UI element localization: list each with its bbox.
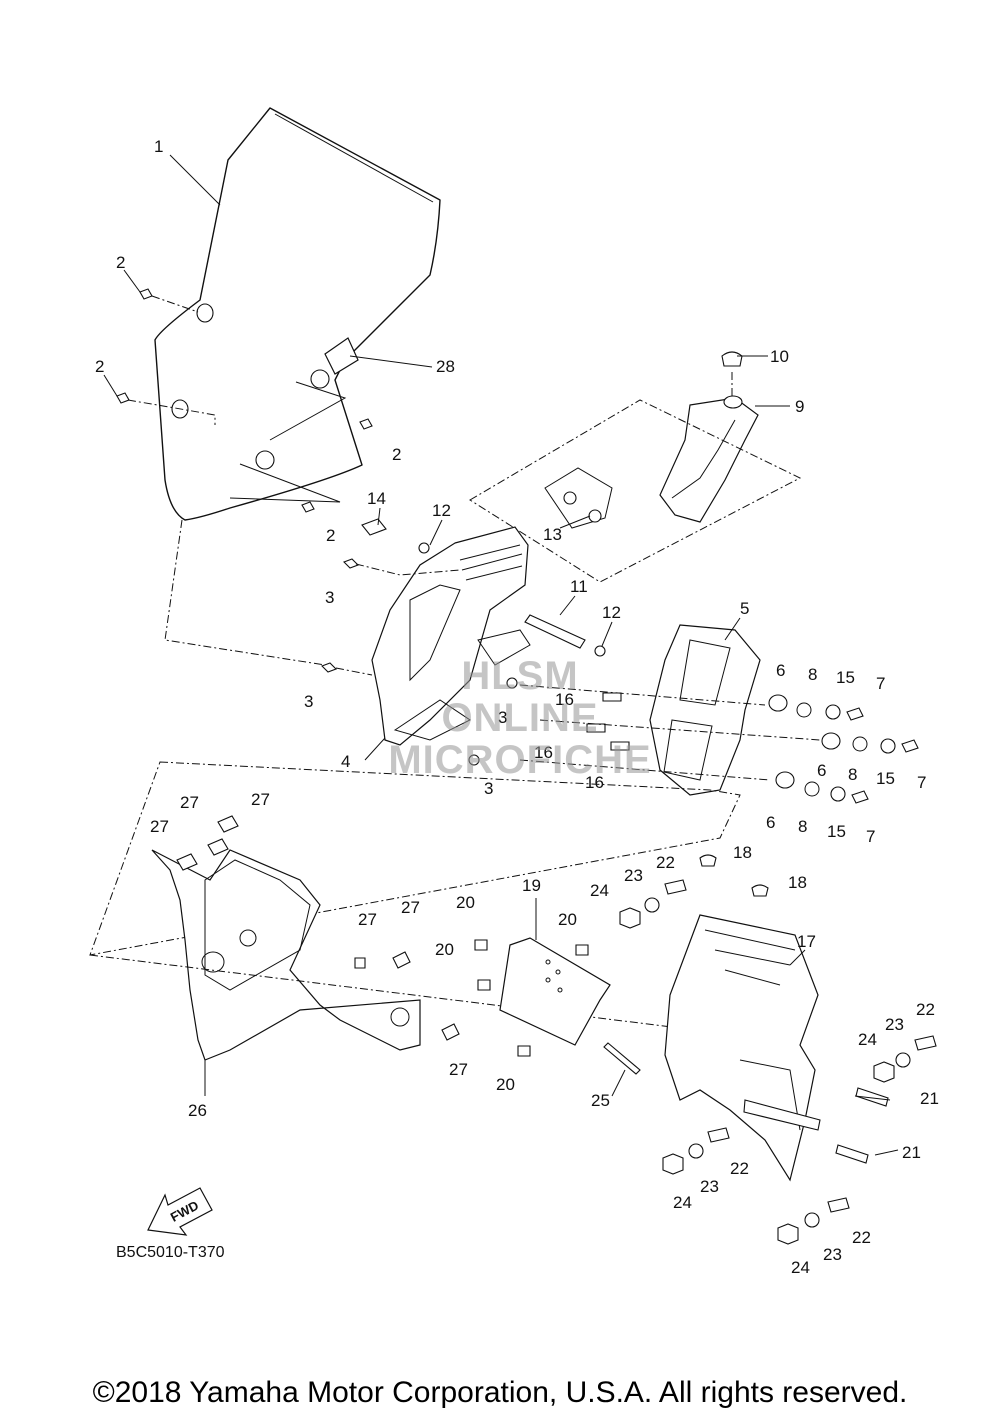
callout-3: 3 — [498, 708, 507, 727]
callout-6: 6 — [766, 813, 775, 832]
bracket-9-assembly — [469, 351, 802, 583]
callout-1: 1 — [154, 137, 163, 156]
callout-27: 27 — [150, 817, 169, 836]
callout-28: 28 — [436, 357, 455, 376]
callout-21: 21 — [902, 1143, 921, 1162]
callout-23: 23 — [823, 1245, 842, 1264]
leader-lines — [103, 154, 899, 1156]
callout-8: 8 — [798, 817, 807, 836]
callout-25: 25 — [591, 1091, 610, 1110]
callout-8: 8 — [808, 665, 817, 684]
callout-22: 22 — [730, 1159, 749, 1178]
callout-24: 24 — [673, 1193, 692, 1212]
plate-19-part — [474, 937, 611, 1057]
callout-27: 27 — [449, 1060, 468, 1079]
callout-2: 2 — [95, 357, 104, 376]
stay-17-part — [603, 854, 937, 1245]
callout-20: 20 — [496, 1075, 515, 1094]
callout-6: 6 — [776, 661, 785, 680]
diagram-code: B5C5010-T370 — [116, 1244, 225, 1261]
callout-6: 6 — [817, 761, 826, 780]
callout-20: 20 — [435, 940, 454, 959]
stay-4-assembly — [164, 518, 606, 766]
callout-2: 2 — [116, 253, 125, 272]
callout-24: 24 — [791, 1258, 810, 1277]
cowl-26-part — [89, 815, 681, 1061]
callout-12: 12 — [602, 603, 621, 622]
callout-10: 10 — [770, 347, 789, 366]
panel-5-part — [89, 624, 919, 956]
callout-7: 7 — [917, 773, 926, 792]
callout-27: 27 — [180, 793, 199, 812]
callout-22: 22 — [916, 1000, 935, 1019]
callout-24: 24 — [590, 881, 609, 900]
callout-27: 27 — [251, 790, 270, 809]
callout-7: 7 — [866, 827, 875, 846]
callout-26: 26 — [188, 1101, 207, 1120]
callout-27: 27 — [358, 910, 377, 929]
callout-4: 4 — [341, 752, 350, 771]
callout-23: 23 — [885, 1015, 904, 1034]
screw-2-group — [116, 288, 373, 513]
callout-20: 20 — [558, 910, 577, 929]
callout-12: 12 — [432, 501, 451, 520]
callout-15: 15 — [836, 668, 855, 687]
callout-2: 2 — [392, 445, 401, 464]
callout-2: 2 — [326, 526, 335, 545]
callout-23: 23 — [700, 1177, 719, 1196]
callout-22: 22 — [656, 853, 675, 872]
watermark: HLSM ONLINE MICROFICHE — [360, 655, 680, 781]
callout-13: 13 — [543, 525, 562, 544]
callout-3: 3 — [325, 588, 334, 607]
callout-11: 11 — [570, 577, 588, 596]
watermark-line-1: HLSM — [461, 654, 579, 698]
callout-labels: 1 2 2 2 2 28 10 9 13 14 12 12 11 3 3 3 3… — [95, 137, 939, 1277]
callout-14: 14 — [367, 489, 386, 508]
callout-3: 3 — [484, 779, 493, 798]
callout-7: 7 — [876, 674, 885, 693]
callout-16: 16 — [555, 690, 574, 709]
callout-24: 24 — [858, 1030, 877, 1049]
callout-5: 5 — [740, 599, 749, 618]
callout-27: 27 — [401, 898, 420, 917]
callout-22: 22 — [852, 1228, 871, 1247]
callout-18: 18 — [788, 873, 807, 892]
callout-18: 18 — [733, 843, 752, 862]
callout-20: 20 — [456, 893, 475, 912]
callout-15: 15 — [876, 769, 895, 788]
watermark-line-3: MICROFICHE — [388, 738, 652, 782]
callout-19: 19 — [522, 876, 541, 895]
callout-16: 16 — [585, 773, 604, 792]
callout-8: 8 — [848, 765, 857, 784]
watermark-line-2: ONLINE — [441, 696, 599, 740]
callout-21: 21 — [920, 1089, 939, 1108]
callout-15: 15 — [827, 822, 846, 841]
callout-23: 23 — [624, 866, 643, 885]
callout-3: 3 — [304, 692, 313, 711]
callout-17: 17 — [797, 932, 816, 951]
callout-16: 16 — [534, 743, 553, 762]
fwd-arrow: FWD — [147, 1187, 213, 1236]
copyright-notice: ©2018 Yamaha Motor Corporation, U.S.A. A… — [92, 1376, 908, 1409]
callout-9: 9 — [795, 397, 804, 416]
